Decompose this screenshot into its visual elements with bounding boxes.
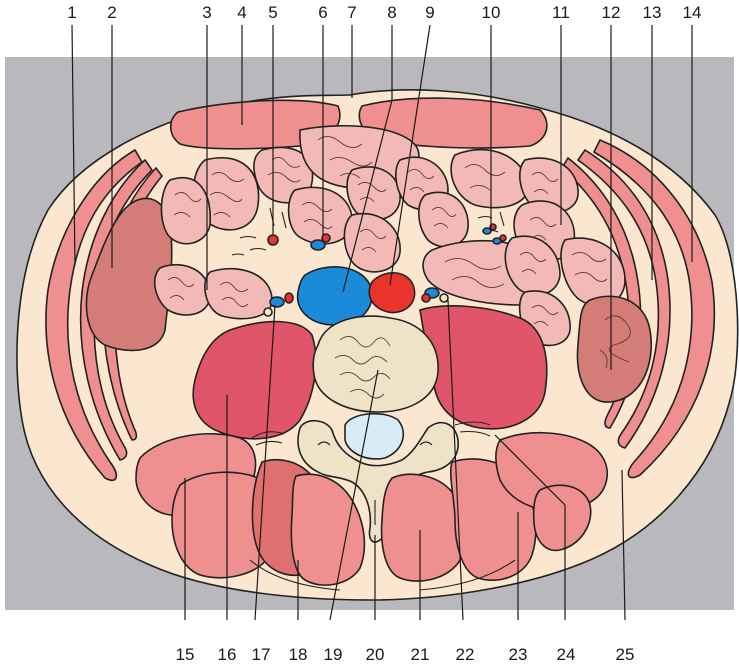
label-14: 14 xyxy=(683,3,702,22)
gonadal-artery-right xyxy=(422,294,430,302)
label-24: 24 xyxy=(557,645,576,664)
label-8: 8 xyxy=(387,3,396,22)
label-5: 5 xyxy=(268,3,277,22)
label-22: 22 xyxy=(456,645,475,664)
label-19: 19 xyxy=(324,645,343,664)
spinal-canal xyxy=(345,414,403,459)
label-16: 16 xyxy=(218,645,237,664)
label-1: 1 xyxy=(67,3,76,22)
label-17: 17 xyxy=(252,645,271,664)
label-4: 4 xyxy=(237,3,246,22)
label-3: 3 xyxy=(202,3,211,22)
label-18: 18 xyxy=(289,645,308,664)
label-2: 2 xyxy=(107,3,116,22)
small-artery-right-2 xyxy=(500,235,506,241)
aorta xyxy=(369,273,414,313)
label-12: 12 xyxy=(602,3,621,22)
ureter-left xyxy=(264,308,272,316)
mesenteric-artery xyxy=(322,234,330,242)
top-labels: 1 2 3 4 5 6 7 8 9 10 11 12 13 14 xyxy=(67,3,701,22)
label-11: 11 xyxy=(552,3,570,22)
gonadal-vein-left xyxy=(270,297,284,307)
bottom-labels: 15 16 17 18 19 20 21 22 23 24 25 xyxy=(176,645,635,664)
label-25: 25 xyxy=(616,645,635,664)
ureter-right xyxy=(440,294,448,302)
label-15: 15 xyxy=(176,645,195,664)
label-23: 23 xyxy=(509,645,528,664)
label-7: 7 xyxy=(347,3,356,22)
label-20: 20 xyxy=(366,645,385,664)
label-10: 10 xyxy=(482,3,501,22)
gonadal-artery-left xyxy=(285,293,293,303)
label-21: 21 xyxy=(411,645,430,664)
mesenteric-artery-left xyxy=(268,235,278,245)
label-6: 6 xyxy=(318,3,327,22)
label-13: 13 xyxy=(643,3,662,22)
label-9: 9 xyxy=(425,3,434,22)
